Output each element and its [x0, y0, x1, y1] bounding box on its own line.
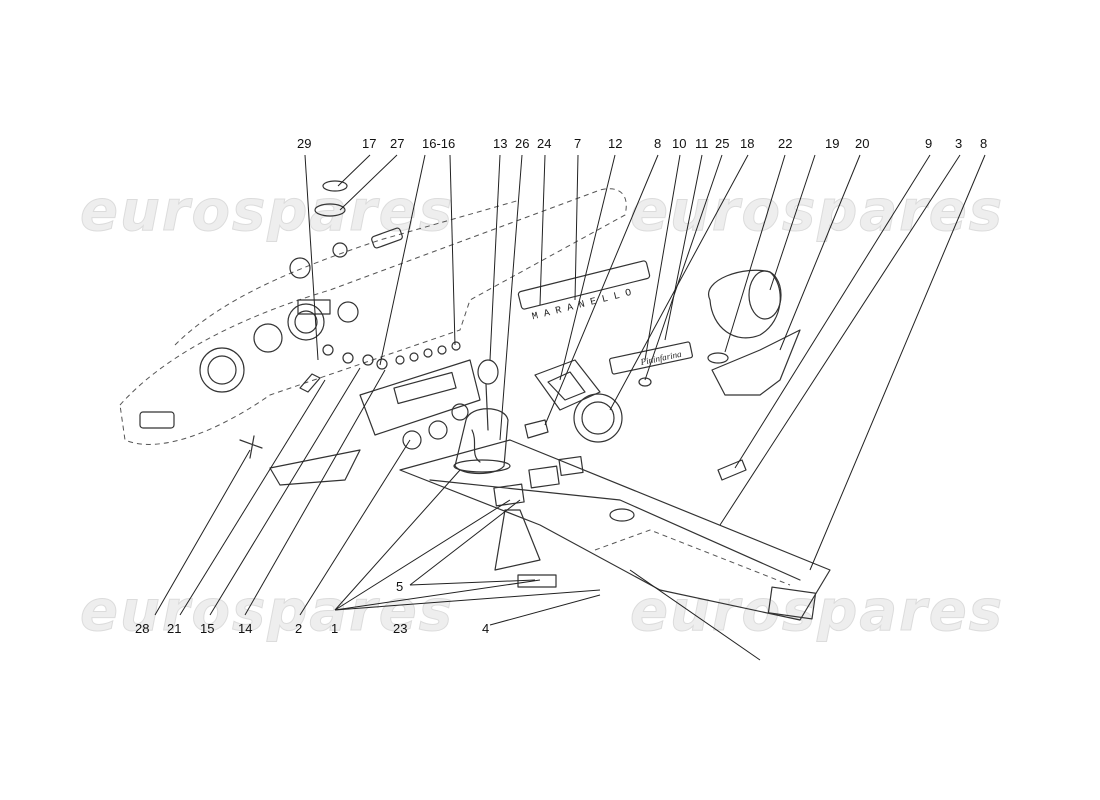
callout-22: 22: [778, 136, 792, 151]
callout-24: 24: [537, 136, 551, 151]
callout-21: 21: [167, 621, 181, 636]
callout-8-top: 8: [654, 136, 661, 151]
callout-2: 2: [295, 621, 302, 636]
callout-15: 15: [200, 621, 214, 636]
leader-lines: [154, 154, 986, 661]
watermark-bottom-left: eurospares: [80, 579, 454, 644]
gear-lever-assembly: [453, 359, 511, 475]
callout-5: 5: [396, 579, 403, 594]
callout-8-right: 8: [980, 136, 987, 151]
callout-14: 14: [238, 621, 252, 636]
dash-switch-row: [322, 341, 461, 370]
callout-10: 10: [672, 136, 686, 151]
callout-labels: 29 17 27 16-16 13 26 24 7 12 8 10 11 25 …: [135, 136, 987, 636]
callout-9: 9: [925, 136, 932, 151]
callout-17: 17: [362, 136, 376, 151]
watermark-top-right: eurospares: [630, 179, 1004, 244]
callout-25: 25: [715, 136, 729, 151]
callout-11: 11: [695, 136, 709, 151]
callout-16-16: 16-16: [422, 136, 455, 151]
callout-13: 13: [493, 136, 507, 151]
callout-23: 23: [393, 621, 407, 636]
callout-19: 19: [825, 136, 839, 151]
callout-3: 3: [955, 136, 962, 151]
callout-7: 7: [574, 136, 581, 151]
loose-parts: M A R A N E L L O Pininfarina: [517, 260, 801, 481]
maranello-badge: M A R A N E L L O: [531, 288, 633, 323]
dashboard-assembly: [119, 180, 627, 459]
watermark-bottom-right: eurospares: [630, 579, 1004, 644]
center-console: [269, 439, 831, 621]
watermark-layer: eurospares eurospares eurospares eurospa…: [80, 179, 1004, 645]
callout-28: 28: [135, 621, 149, 636]
callout-27: 27: [390, 136, 404, 151]
callout-4: 4: [482, 621, 489, 636]
callout-12: 12: [608, 136, 622, 151]
callout-1: 1: [331, 621, 338, 636]
watermark-top-left: eurospares: [80, 179, 454, 244]
callout-20: 20: [855, 136, 869, 151]
center-stack: [359, 359, 481, 450]
callout-18: 18: [740, 136, 754, 151]
callout-26: 26: [515, 136, 529, 151]
callout-29: 29: [297, 136, 311, 151]
